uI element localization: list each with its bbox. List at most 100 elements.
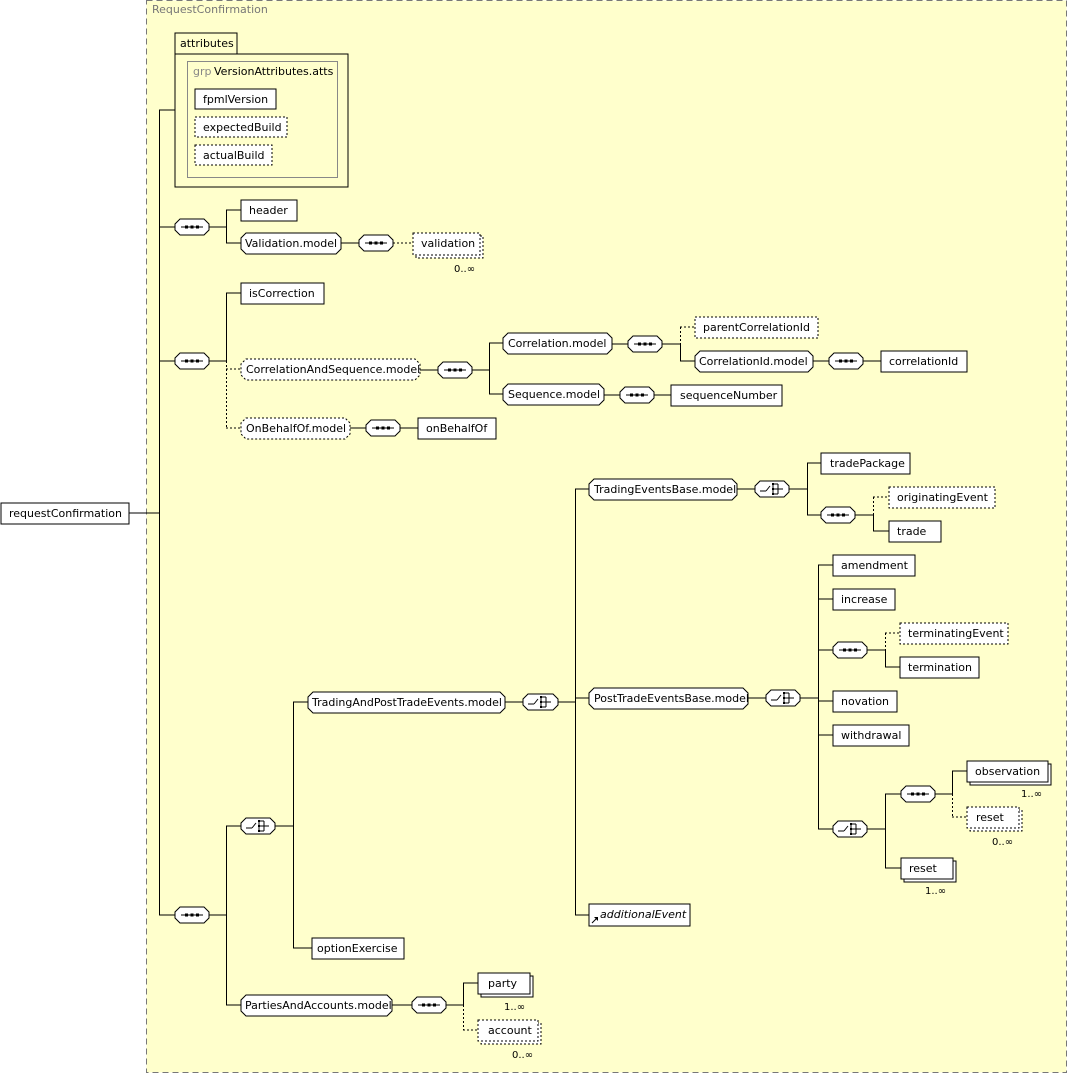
sequence-icon[interactable] xyxy=(365,419,401,437)
posttradeeventsbase-model-label: PostTradeEventsBase.model xyxy=(594,692,749,705)
trade-label: trade xyxy=(897,525,927,538)
group-correlation-model[interactable]: Correlation.model xyxy=(502,332,613,355)
element-tradepackage[interactable]: tradePackage xyxy=(820,452,911,475)
group-prefix: grp xyxy=(193,65,212,78)
attributes-tab: attributes xyxy=(180,37,234,50)
compositors xyxy=(174,218,936,1014)
tradepackage-label: tradePackage xyxy=(830,457,905,470)
onbehalfof-model-label: OnBehalfOf.model xyxy=(246,422,346,435)
additionalevent-label: additionalEvent xyxy=(600,908,687,921)
element-iscorrection[interactable]: isCorrection xyxy=(240,282,325,305)
sequence-icon[interactable] xyxy=(174,906,210,924)
sequence-icon[interactable] xyxy=(411,996,447,1014)
onbehalfof-label: onBehalfOf xyxy=(426,422,488,435)
element-reset-optional[interactable]: reset 0..∞ xyxy=(966,806,1023,848)
reset-optional-occurrence: 0..∞ xyxy=(992,837,1013,848)
diagram-title: RequestConfirmation xyxy=(152,3,268,16)
choice-icon[interactable] xyxy=(832,820,868,838)
attr-actualbuild-box[interactable] xyxy=(194,144,273,166)
group-sequence-model[interactable]: Sequence.model xyxy=(502,383,605,406)
element-increase[interactable]: increase xyxy=(832,588,896,611)
group-posttradeeventsbase-model[interactable]: PostTradeEventsBase.model xyxy=(588,687,749,710)
validation-label: validation xyxy=(421,237,475,250)
group-name: VersionAttributes.atts xyxy=(214,65,334,78)
originatingevent-label: originatingEvent xyxy=(897,491,989,504)
sequence-icon[interactable] xyxy=(437,361,473,379)
element-correlationid[interactable]: correlationId xyxy=(880,350,968,373)
connectors xyxy=(129,109,967,1031)
header-label: header xyxy=(249,204,288,217)
sequence-icon[interactable] xyxy=(627,335,663,353)
sequence-model-label: Sequence.model xyxy=(508,388,600,401)
corr-seq-model-label: CorrelationAndSequence.model xyxy=(246,363,420,376)
withdrawal-label: withdrawal xyxy=(841,729,901,742)
iscorrection-label: isCorrection xyxy=(249,287,315,300)
attr-fpmlversion-box[interactable] xyxy=(194,88,277,110)
attr-expectedbuild: expectedBuild xyxy=(203,121,282,134)
element-sequencenumber[interactable]: sequenceNumber xyxy=(670,384,783,407)
choice-icon[interactable] xyxy=(522,693,559,711)
group-onbehalfof-model[interactable]: OnBehalfOf.model xyxy=(240,417,351,440)
increase-label: increase xyxy=(841,593,888,606)
observation-label: observation xyxy=(975,765,1040,778)
sequence-icon[interactable] xyxy=(174,352,210,370)
element-header[interactable]: header xyxy=(240,199,298,222)
terminatingevent-label: terminatingEvent xyxy=(908,627,1004,640)
element-additionalevent[interactable]: additionalEvent xyxy=(588,903,691,927)
choice-icon[interactable] xyxy=(754,480,790,498)
element-termination[interactable]: termination xyxy=(899,656,980,679)
choice-icon[interactable] xyxy=(240,817,276,835)
element-reset[interactable]: reset 1..∞ xyxy=(900,857,957,897)
attr-fpmlversion: fpmlVersion xyxy=(203,93,268,106)
reset-occurrence: 1..∞ xyxy=(925,886,946,897)
choice-icon[interactable] xyxy=(765,689,801,707)
element-optionexercise[interactable]: optionExercise xyxy=(311,937,405,960)
sequence-icon[interactable] xyxy=(358,234,394,252)
element-novation[interactable]: novation xyxy=(832,690,898,713)
parentcorrelationid-label: parentCorrelationId xyxy=(703,321,810,334)
root-label: requestConfirmation xyxy=(9,507,122,520)
group-correlationid-model[interactable]: CorrelationId.model xyxy=(694,350,814,373)
novation-label: novation xyxy=(841,695,889,708)
element-withdrawal[interactable]: withdrawal xyxy=(832,724,910,747)
account-occurrence: 0..∞ xyxy=(512,1050,533,1061)
group-correlation-and-sequence-model[interactable]: CorrelationAndSequence.model xyxy=(240,358,421,381)
element-trade[interactable]: trade xyxy=(888,520,942,543)
element-amendment[interactable]: amendment xyxy=(832,554,916,577)
sequence-icon[interactable] xyxy=(174,218,210,236)
element-validation[interactable]: validation 0..∞ xyxy=(412,232,484,275)
sequence-icon[interactable] xyxy=(820,506,856,524)
sequence-icon[interactable] xyxy=(828,352,864,370)
element-party[interactable]: party 1..∞ xyxy=(477,972,534,1013)
attr-actualbuild: actualBuild xyxy=(203,149,264,162)
reset-optional-label: reset xyxy=(976,811,1005,824)
account-label: account xyxy=(488,1024,533,1037)
root-element[interactable]: requestConfirmation xyxy=(0,502,130,525)
optionexercise-label: optionExercise xyxy=(317,942,398,955)
element-terminatingevent[interactable]: terminatingEvent xyxy=(899,622,1009,645)
group-tradingandposttradeevents-model[interactable]: TradingAndPostTradeEvents.model xyxy=(307,691,506,714)
group-tradingeventsbase-model[interactable]: TradingEventsBase.model xyxy=(588,478,738,501)
observation-occurrence: 1..∞ xyxy=(1021,789,1042,800)
tradingeventsbase-model-label: TradingEventsBase.model xyxy=(593,483,736,496)
element-parentcorrelationid[interactable]: parentCorrelationId xyxy=(694,316,819,339)
sequence-icon[interactable] xyxy=(619,386,655,404)
validation-model-label: Validation.model xyxy=(245,237,337,250)
element-originatingevent[interactable]: originatingEvent xyxy=(888,486,996,509)
group-partiesandaccounts-model[interactable]: PartiesAndAccounts.model xyxy=(240,994,393,1017)
sequence-icon[interactable] xyxy=(832,641,868,659)
element-account[interactable]: account 0..∞ xyxy=(477,1019,542,1061)
validation-occurrence: 0..∞ xyxy=(454,264,475,275)
element-observation[interactable]: observation 1..∞ xyxy=(966,760,1052,800)
correlationid-label: correlationId xyxy=(889,355,958,368)
sequence-icon[interactable] xyxy=(900,785,936,803)
attr-expectedbuild-box[interactable] xyxy=(194,116,288,138)
parties-accounts-model-label: PartiesAndAccounts.model xyxy=(245,999,392,1012)
termination-label: termination xyxy=(908,661,972,674)
group-validation-model[interactable]: Validation.model xyxy=(240,232,342,255)
sequencenumber-label: sequenceNumber xyxy=(680,389,778,402)
attributes-panel: attributes grp VersionAttributes.atts fp… xyxy=(174,32,349,188)
correlation-model-label: Correlation.model xyxy=(508,337,606,350)
element-onbehalfof[interactable]: onBehalfOf xyxy=(417,417,497,440)
